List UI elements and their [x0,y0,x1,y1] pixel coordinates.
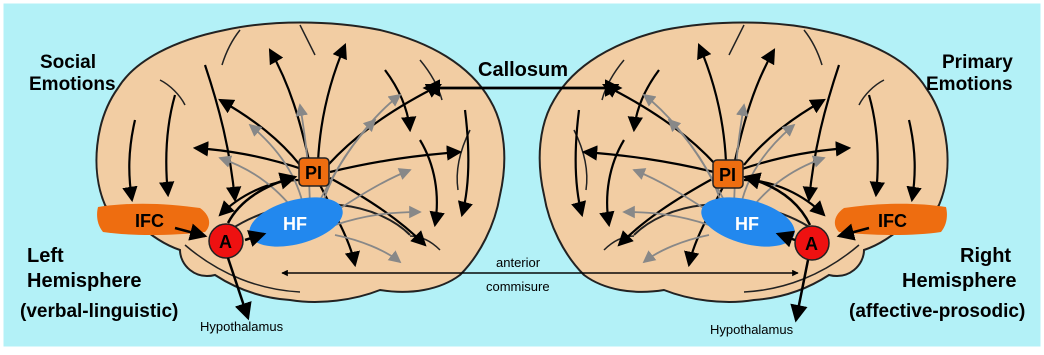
left-hemisphere-line2: Hemisphere [27,270,142,292]
left-ifc-label: IFC [135,211,164,231]
left-mode-label: (verbal-linguistic) [20,301,178,322]
right-hemisphere-line2: Hemisphere [902,270,1017,292]
right-hf-label: HF [735,214,759,234]
right-hemisphere-line1: Right [960,245,1011,267]
right-heading-line2: Emotions [926,74,1013,95]
commissure-label-line2: commisure [486,279,550,294]
right-mode-label: (affective-prosodic) [849,301,1025,322]
left-heading-line2: Emotions [29,74,116,95]
right-pi-label: PI [719,165,736,185]
commissure-label-line1: anterior [496,255,541,270]
left-hypothalamus-label: Hypothalamus [200,319,284,334]
right-heading-line1: Primary [942,52,1013,73]
right-ifc-label: IFC [878,211,907,231]
left-amygdala-label: A [219,232,232,252]
left-hemisphere-line1: Left [27,245,64,267]
left-hf-label: HF [283,214,307,234]
callosum-label: Callosum [478,59,568,81]
left-heading-line1: Social [40,52,96,73]
right-amygdala-label: A [805,234,818,254]
left-pi-label: PI [305,163,322,183]
right-hypothalamus-label: Hypothalamus [710,322,794,337]
